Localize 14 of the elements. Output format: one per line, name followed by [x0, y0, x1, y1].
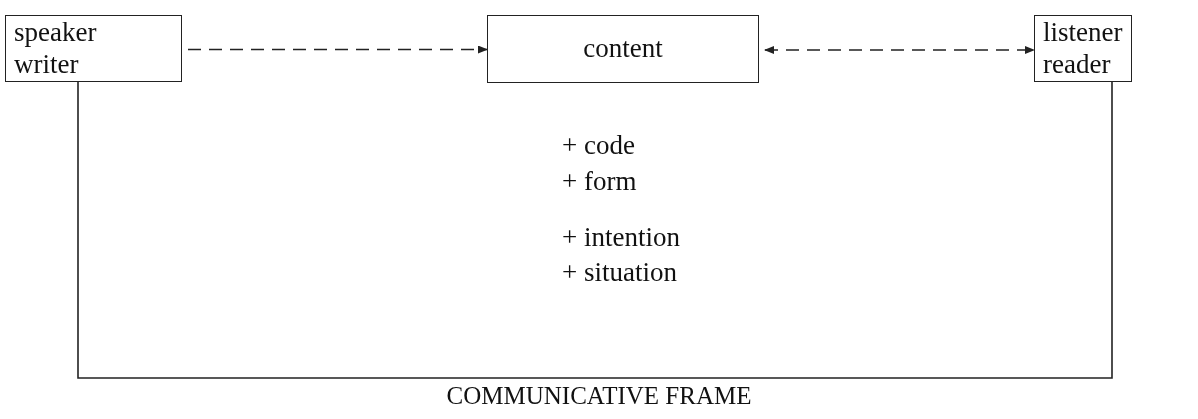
- box-label: speaker writer: [14, 17, 98, 80]
- text-box: [1034, 15, 1132, 82]
- list-item: + situation: [562, 259, 677, 286]
- list-item: + code: [562, 132, 635, 159]
- dashed-arrow: [187, 45, 488, 54]
- text-box: [5, 15, 182, 82]
- box-label: content: [583, 33, 663, 65]
- box-label: listener reader: [1043, 17, 1123, 80]
- list-item: + form: [562, 168, 637, 195]
- text-box: [487, 15, 759, 83]
- dashed-arrow: [764, 46, 1035, 54]
- list-item: + intention: [562, 224, 680, 251]
- caption: COMMUNICATIVE FRAME: [446, 382, 752, 410]
- connector-line: [77, 81, 1113, 379]
